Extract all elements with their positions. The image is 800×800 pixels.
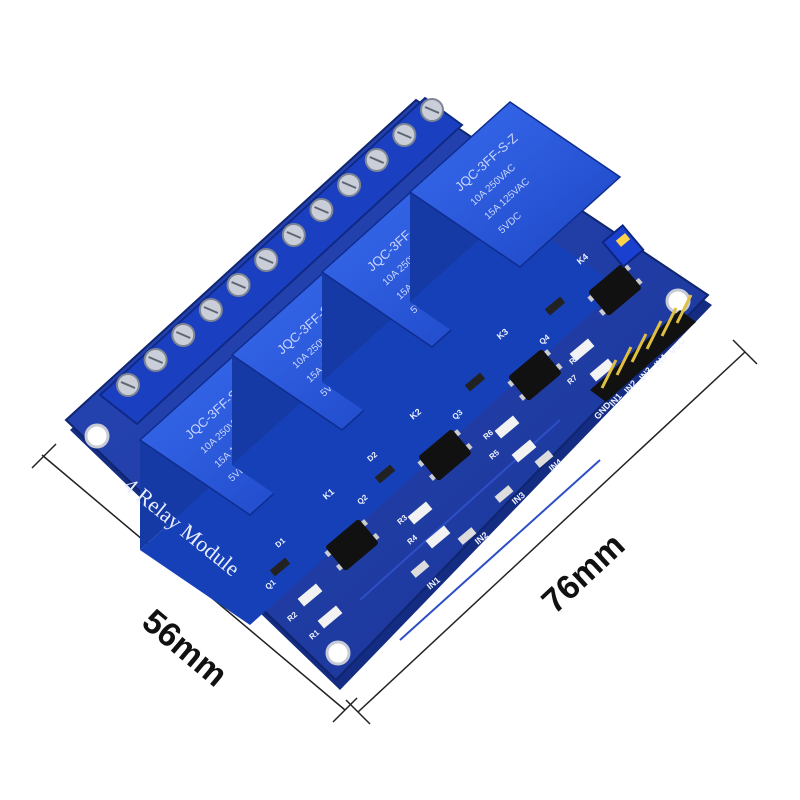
header-pin bbox=[675, 294, 693, 324]
screw-terminal bbox=[198, 298, 223, 322]
length-dimension-line bbox=[357, 351, 746, 713]
screw-terminal bbox=[254, 248, 279, 272]
screw-terminal bbox=[226, 273, 251, 297]
optocoupler-1 bbox=[324, 519, 380, 571]
width-dimension-tick-bottom bbox=[332, 697, 358, 723]
header-pin bbox=[630, 333, 648, 363]
optocoupler-2 bbox=[417, 429, 473, 481]
optocoupler-4 bbox=[587, 264, 643, 316]
optocoupler-3 bbox=[507, 349, 563, 401]
screw-terminal bbox=[392, 123, 417, 147]
screw-terminal bbox=[281, 223, 306, 247]
header-pin bbox=[660, 307, 678, 337]
width-dimension-label: 56mm bbox=[135, 602, 235, 694]
header-pin bbox=[600, 359, 618, 389]
screw-terminal bbox=[171, 323, 196, 347]
smd-components bbox=[269, 296, 615, 629]
screw-terminal-block bbox=[98, 96, 464, 426]
length-dimension-tick-bottom bbox=[345, 699, 371, 725]
vcc-jumper bbox=[601, 223, 645, 269]
header-pin bbox=[645, 320, 663, 350]
mounting-hole bbox=[84, 423, 110, 449]
input-pin-header bbox=[590, 294, 696, 402]
optocouplers bbox=[324, 264, 643, 571]
length-dimension-tick-top bbox=[732, 339, 758, 365]
screw-terminal bbox=[309, 198, 334, 222]
screw-terminal bbox=[364, 148, 389, 172]
screw-terminal bbox=[337, 173, 362, 197]
screw-terminal bbox=[116, 373, 140, 397]
screw-terminal bbox=[143, 348, 168, 372]
header-pin bbox=[615, 346, 633, 376]
width-dimension-tick-top bbox=[31, 443, 57, 469]
mounting-hole bbox=[325, 640, 351, 666]
length-dimension-label: 76mm bbox=[535, 526, 633, 621]
screw-terminal bbox=[420, 98, 444, 122]
